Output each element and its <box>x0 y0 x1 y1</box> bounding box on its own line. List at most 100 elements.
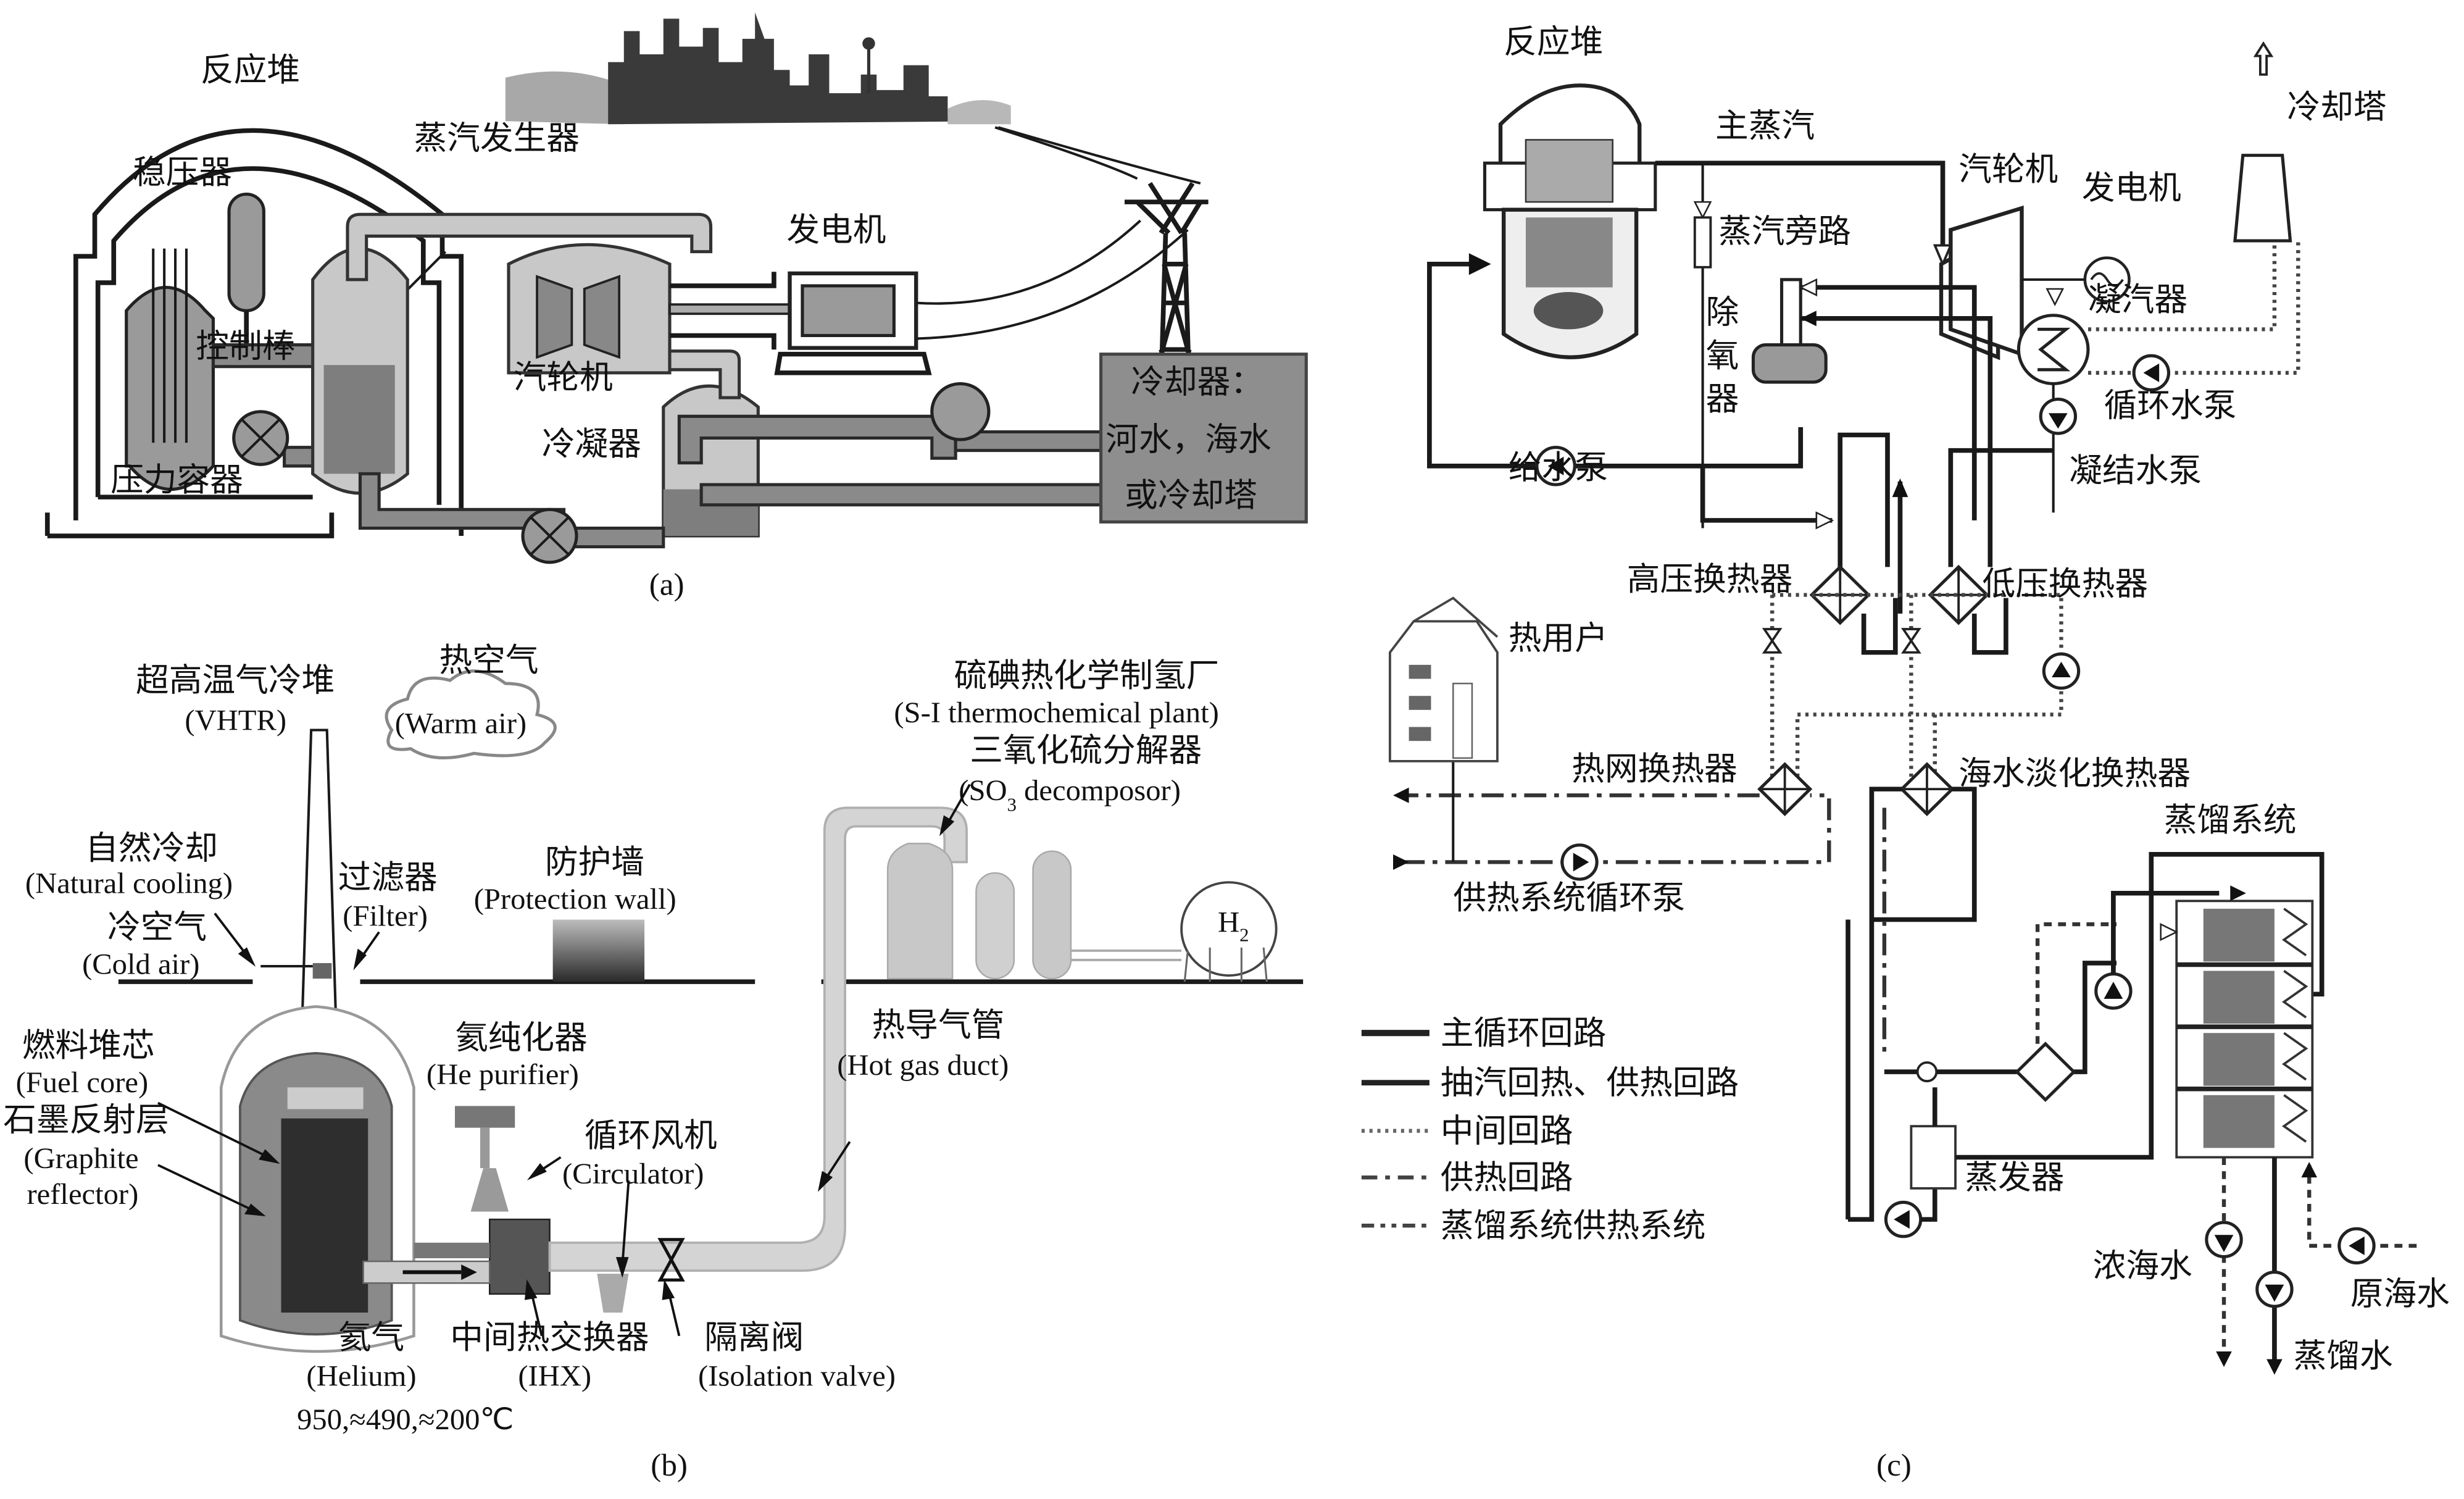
legend-label: 中间回路 <box>1441 1112 1573 1150</box>
label-isolation-valve-en: (Isolation valve) <box>698 1360 896 1393</box>
condensate-return-pipe <box>358 472 665 549</box>
cooling-tower-icon <box>2233 154 2292 243</box>
circ-pump-arrow <box>2143 363 2160 382</box>
label-fuel-core-cn: 燃料堆芯 <box>22 1026 155 1064</box>
label-deaerator-1: 除 <box>1706 293 1739 331</box>
label-distillation-system: 蒸馏系统 <box>2164 801 2297 839</box>
condenser-coil <box>2037 327 2071 372</box>
core-top <box>287 1087 364 1109</box>
heat-supply-out-arrow <box>1393 787 1409 803</box>
label-so3-cn: 三氧化硫分解器 <box>970 731 1202 769</box>
control-rods <box>152 248 188 443</box>
pressure-vessel-shape <box>125 285 215 491</box>
feedwater-line <box>1427 261 1804 469</box>
panel-c: 主循环回路 抽汽回热、供热回路 中间回路 供热回路 蒸馏系统供热系统 反应堆 主… <box>1361 23 2450 1483</box>
label-protection-wall-cn: 防护墙 <box>545 843 644 880</box>
h2-storage-tank <box>1180 881 1278 977</box>
label-temperatures: 950,≈490,≈200℃ <box>297 1403 514 1436</box>
containment-outer <box>73 128 464 537</box>
power-line <box>916 228 1189 340</box>
legend-label: 抽汽回热、供热回路 <box>1441 1064 1739 1101</box>
cooling-return-pipe <box>699 483 1103 507</box>
main-steam-line <box>1655 161 1946 246</box>
label-deaerator-2: 氧 <box>1706 336 1739 374</box>
label-vhtr-en: (VHTR) <box>185 704 286 737</box>
turbine-to-generator-frame <box>670 272 776 350</box>
label-vhtr-cn: 超高温气冷堆 <box>136 661 335 699</box>
label-circ-water-pump: 循环水泵 <box>2104 386 2237 424</box>
protection-wall-shape <box>552 919 645 982</box>
label-graphite-en1: (Graphite <box>23 1142 138 1175</box>
ihx-shape <box>489 1218 551 1295</box>
label-filter-cn: 过滤器 <box>338 859 438 896</box>
label-ihx-cn: 中间热交换器 <box>450 1318 649 1356</box>
condenser-inlet-arrow <box>2046 288 2065 306</box>
heat-user-building-icon <box>1388 596 1499 762</box>
label-natural-cooling-cn: 自然冷却 <box>85 829 218 867</box>
label-graphite-cn: 石墨反射层 <box>3 1101 169 1138</box>
power-line <box>994 126 1138 180</box>
brine-outlet-arrow <box>2216 1351 2232 1367</box>
distill-return <box>1955 852 2325 1160</box>
label-steam-bypass: 蒸汽旁路 <box>1718 212 1851 250</box>
filter-shape <box>312 962 332 979</box>
label-circulator-en: (Circulator) <box>562 1158 704 1191</box>
label-hp-heater: 高压换热器 <box>1627 561 1793 598</box>
sg-lower <box>323 365 395 474</box>
caption-b: (b) <box>651 1448 688 1483</box>
distilled-pump-arrow <box>2265 1284 2284 1302</box>
label-pressurizer: 稳压器 <box>133 153 232 191</box>
distill-supply <box>2035 922 2117 1044</box>
flow-arrow-head <box>461 1264 477 1280</box>
label-c-reactor: 反应堆 <box>1504 23 1603 61</box>
generator-sine <box>2090 272 2124 287</box>
turbine-body <box>1949 205 2024 357</box>
hot-gas-duct <box>548 806 968 1272</box>
label-c-generator: 发电机 <box>2082 169 2181 206</box>
label-evaporator: 蒸发器 <box>1965 1158 2064 1196</box>
stack-top-arrow <box>2230 885 2246 901</box>
label-turbine: 汽轮机 <box>514 358 613 396</box>
label-desal-hx: 海水淡化换热器 <box>1958 754 2191 792</box>
exhaust-pipe <box>668 349 741 399</box>
desal-hx-icon <box>1899 762 1955 816</box>
generator-base <box>774 351 932 375</box>
turbine-inlet-arrow <box>1933 244 1953 267</box>
label-warm-air-cn: 热空气 <box>439 641 538 679</box>
label-h2: H2 <box>1218 906 1249 946</box>
condensate-pump-arrow <box>2048 413 2068 429</box>
return-pipe <box>414 1242 490 1259</box>
city-skyline-icon <box>505 12 1011 125</box>
power-line <box>997 126 1201 185</box>
label-reactor: 反应堆 <box>201 51 300 88</box>
distill-pump-arrow <box>2104 982 2123 999</box>
so3-decomposor-shape <box>886 842 954 980</box>
legend-label: 供热回路 <box>1441 1158 1573 1196</box>
label-cold-air-en: (Cold air) <box>82 948 199 981</box>
evaporator-box <box>1910 1125 1957 1190</box>
label-feed-water-pump: 给水泵 <box>1509 448 1608 486</box>
leader-arrows <box>157 783 971 1337</box>
heat-supply-return <box>1402 793 1831 864</box>
pump-cross <box>241 418 281 458</box>
label-brine: 浓海水 <box>2093 1247 2192 1285</box>
hp-heater-icon <box>1809 564 1871 625</box>
cooling-pump-icon <box>930 382 991 441</box>
extraction-arrow-2 <box>1800 311 1817 327</box>
panel-a: 反应堆 稳压器 蒸汽发生器 控制棒 压力容器 发电机 汽轮机 冷凝器 冷却器： … <box>44 12 1308 602</box>
label-distilled-water: 蒸馏水 <box>2294 1337 2393 1375</box>
legend-item: 中间回路 <box>1361 1112 1573 1150</box>
deaerator-tank <box>1751 343 1828 384</box>
isolation-valve-icon <box>657 1238 685 1282</box>
steam-line <box>346 212 713 282</box>
label-protection-wall-en: (Protection wall) <box>474 883 676 916</box>
desal-loop-pump-arrow <box>1894 1210 1910 1229</box>
cooling-tower-arrow-icon <box>2253 41 2274 76</box>
label-he-purifier-cn: 氦纯化器 <box>455 1019 588 1056</box>
brine-pump-arrow <box>2214 1235 2234 1252</box>
label-cooler-3: 或冷却塔 <box>1125 477 1257 514</box>
label-si-plant-cn: 硫碘热化学制氢厂 <box>954 657 1220 695</box>
intermediate-pump-arrow <box>2052 661 2071 678</box>
caption-c: (c) <box>1876 1448 1912 1483</box>
